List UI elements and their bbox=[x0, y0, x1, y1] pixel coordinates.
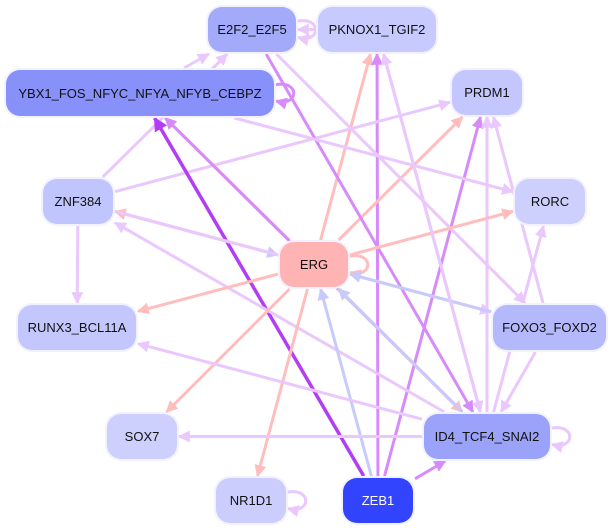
edge-znf384-to-runx3 bbox=[71, 225, 84, 305]
node-label: ZNF384 bbox=[54, 194, 102, 209]
edge-e2f2_e2f5-to-foxo3 bbox=[275, 52, 527, 305]
edge-id4-to-id4 bbox=[549, 426, 572, 453]
edge-pknox1_tgif2-to-id4 bbox=[382, 53, 484, 414]
node-zeb1[interactable]: ZEB1 bbox=[343, 478, 413, 523]
edge-zeb1-to-ybx1 bbox=[153, 116, 366, 477]
node-e2f2-e2f5[interactable]: E2F2_E2F5 bbox=[208, 7, 296, 52]
node-sox7[interactable]: SOX7 bbox=[107, 414, 177, 459]
node-ybx1[interactable]: YBX1_FOS_NFYC_NFYA_NFYB_CEBPZ bbox=[6, 70, 274, 116]
node-pknox1-tgif2[interactable]: PKNOX1_TGIF2 bbox=[318, 7, 436, 52]
edge-ybx1-to-rorc bbox=[234, 116, 515, 195]
node-label: RUNX3_BCL11A bbox=[27, 320, 127, 335]
edge-erg-to-erg bbox=[347, 254, 370, 281]
edge-erg-to-sox7 bbox=[165, 287, 291, 414]
node-foxo3[interactable]: FOXO3_FOXD2 bbox=[493, 305, 606, 350]
edge-znf384-to-prdm1 bbox=[114, 99, 452, 194]
node-erg[interactable]: ERG bbox=[280, 242, 348, 287]
edge-zeb1-to-erg bbox=[317, 287, 373, 477]
edge-zeb1-to-id4 bbox=[414, 459, 447, 481]
node-rorc[interactable]: RORC bbox=[515, 179, 585, 224]
node-runx3[interactable]: RUNX3_BCL11A bbox=[18, 305, 136, 350]
edge-ybx1-to-ybx1 bbox=[273, 82, 296, 110]
node-label: YBX1_FOS_NFYC_NFYA_NFYB_CEBPZ bbox=[18, 85, 262, 101]
node-nr1d1[interactable]: NR1D1 bbox=[216, 478, 286, 523]
node-label: FOXO3_FOXD2 bbox=[502, 320, 597, 335]
node-label: PKNOX1_TGIF2 bbox=[328, 22, 426, 37]
node-label: ERG bbox=[299, 257, 329, 272]
node-prdm1[interactable]: PRDM1 bbox=[452, 70, 522, 115]
edge-id4-to-runx3 bbox=[136, 340, 423, 421]
node-label: PRDM1 bbox=[464, 85, 510, 100]
edge-foxo3-to-erg bbox=[348, 271, 492, 314]
node-label: ID4_TCF4_SNAI2 bbox=[434, 429, 540, 444]
edge-foxo3-to-id4 bbox=[499, 351, 537, 414]
node-znf384[interactable]: ZNF384 bbox=[43, 179, 113, 224]
edge-zeb1-to-pknox1_tgif2 bbox=[371, 52, 384, 477]
node-label: RORC bbox=[530, 194, 570, 209]
node-id4[interactable]: ID4_TCF4_SNAI2 bbox=[424, 414, 550, 459]
edge-id4-to-znf384 bbox=[113, 221, 446, 414]
node-label: E2F2_E2F5 bbox=[217, 22, 287, 37]
edge-nr1d1-to-nr1d1 bbox=[285, 490, 308, 517]
node-label: SOX7 bbox=[124, 429, 160, 444]
node-label: NR1D1 bbox=[229, 493, 273, 508]
edge-id4-to-erg bbox=[337, 287, 464, 414]
edge-e2f2_e2f5-to-id4 bbox=[264, 53, 475, 414]
edge-erg-to-runx3 bbox=[136, 272, 279, 315]
node-label: ZEB1 bbox=[361, 493, 395, 508]
edge-ybx1-to-e2f2_e2f5 bbox=[183, 52, 210, 70]
